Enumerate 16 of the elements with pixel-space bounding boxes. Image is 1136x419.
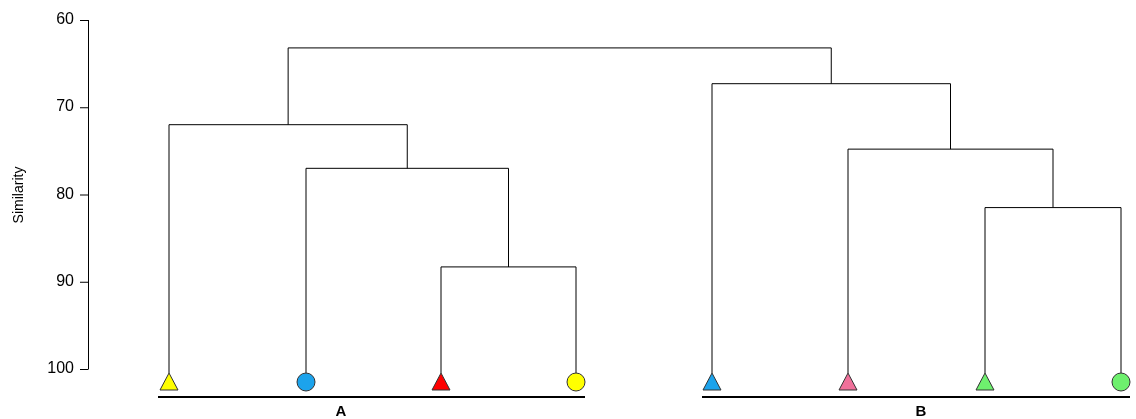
axis-tick-label: 60 [56,10,74,28]
axis-tick-label: 100 [47,359,74,377]
triangle-marker [975,372,995,392]
triangle-marker [702,372,722,392]
group-label: A [335,401,347,419]
triangle-marker [431,372,451,392]
circle-marker [296,372,316,392]
axis-tick-label: 80 [56,184,74,203]
circle-marker [1111,372,1131,392]
axis-title: Similarity [10,166,26,224]
circle-marker [566,372,586,392]
triangle-marker [838,372,858,392]
axis-tick-label: 70 [56,97,74,116]
group-label: B [915,401,927,419]
axis-tick-label: 90 [56,271,74,290]
triangle-marker [159,372,179,392]
